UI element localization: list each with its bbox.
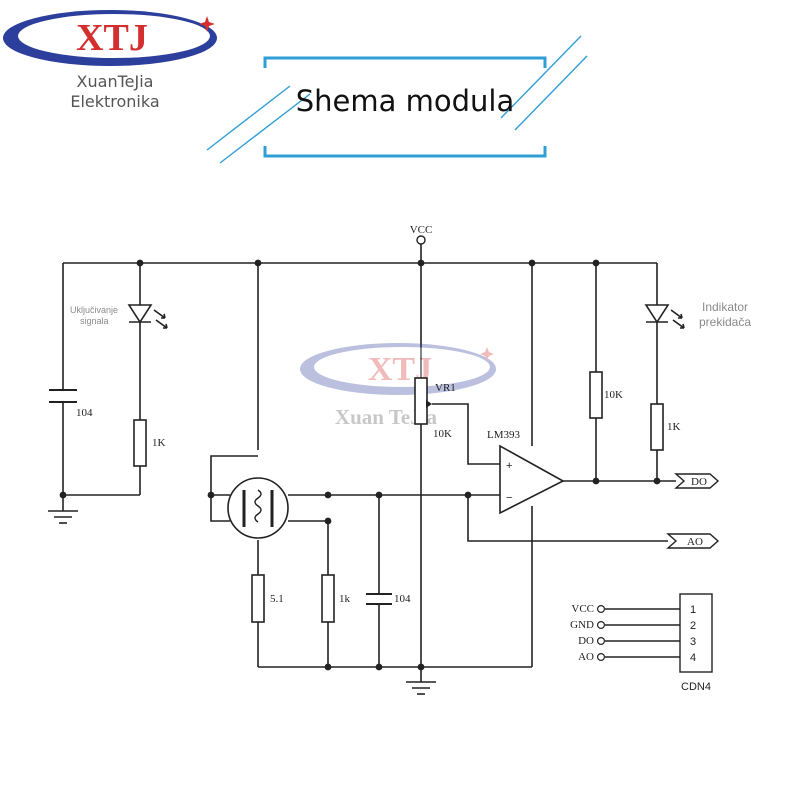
capacitor-left	[49, 389, 77, 403]
schematic-wires	[62, 244, 676, 682]
sensor-element	[227, 477, 289, 539]
capacitor-left-value: 104	[76, 407, 93, 419]
ground-bottom-icon	[406, 681, 436, 695]
page-title: Shema modula	[295, 84, 515, 118]
potentiometer-vr1	[414, 377, 428, 425]
resistor-1k	[321, 574, 335, 623]
connector-body	[679, 593, 713, 673]
resistor-led-left-value: 1K	[152, 437, 166, 449]
connector-pin-number: 1	[690, 604, 696, 616]
resistor-led-right-value: 1K	[667, 421, 681, 433]
logo-star-icon	[199, 16, 215, 32]
junction-dots	[59, 259, 661, 671]
output-ao-tag	[666, 533, 720, 549]
resistor-1k-value: 1k	[339, 593, 351, 605]
company-name-line2: Elektronika	[70, 92, 160, 111]
connector-pin-terminal	[596, 604, 605, 613]
connector-pin-number: 4	[690, 652, 696, 664]
comparator	[499, 444, 565, 515]
title-frame	[206, 35, 588, 164]
resistor-5-1	[251, 574, 265, 623]
potentiometer-wiper-arrow-icon	[426, 400, 432, 408]
connector-pin-terminal	[596, 652, 605, 661]
watermark-ellipse	[300, 343, 496, 395]
led-left-note-line1: Uključivanje	[70, 305, 118, 315]
vcc-label: VCC	[410, 224, 433, 236]
logo-ellipse-inner	[18, 14, 210, 58]
led-right	[644, 304, 685, 329]
potentiometer-name: VR1	[435, 382, 456, 394]
connector-cdn4: VCC 1 GND 2 DO 3 AO 4 CDN4	[570, 593, 713, 693]
output-ao-label: AO	[687, 536, 703, 548]
connector-pin-label: DO	[578, 635, 594, 647]
brand-logo: XTJ	[0, 0, 220, 115]
company-name: XuanTeJia Elektronika	[40, 72, 190, 112]
company-name-line1: XuanTeJia	[76, 72, 154, 91]
logo-emblem: XTJ	[3, 10, 217, 66]
capacitor-bottom-value: 104	[394, 593, 411, 605]
resistor-pullup	[589, 371, 603, 419]
connector-pin-number: 2	[690, 620, 696, 632]
connector-pin-number: 3	[690, 636, 696, 648]
output-do-tag	[674, 473, 720, 489]
comparator-minus-label: −	[506, 492, 512, 504]
connector-pin-row: VCC 1	[571, 603, 696, 616]
comparator-plus-label: +	[506, 460, 512, 472]
connector-pin-label: VCC	[571, 603, 594, 615]
resistor-pullup-value: 10K	[604, 389, 623, 401]
ground-left-icon	[48, 510, 78, 524]
connector-pin-row: GND 2	[570, 619, 696, 632]
connector-pin-label: GND	[570, 619, 594, 631]
led-left	[127, 304, 168, 329]
led-right-note-line1: Indikator	[702, 300, 748, 314]
led-right-note-line2: prekidača	[699, 315, 751, 329]
connector-pin-row: DO 3	[578, 635, 696, 648]
watermark-star-icon	[480, 347, 494, 361]
capacitor-bottom	[366, 593, 392, 605]
connector-name: CDN4	[681, 681, 711, 693]
led-left-note-line2: signala	[80, 316, 109, 326]
output-do-label: DO	[691, 476, 707, 488]
connector-pin-row: AO 4	[578, 651, 696, 664]
logo-text: XTJ	[76, 17, 148, 59]
resistor-led-right	[650, 403, 664, 451]
comparator-label: LM393	[487, 429, 521, 441]
resistor-5-1-value: 5.1	[270, 593, 284, 605]
resistor-led-left	[133, 419, 147, 467]
connector-pin-label: AO	[578, 651, 594, 663]
potentiometer-value: 10K	[433, 428, 452, 440]
connector-pin-terminal	[596, 636, 605, 645]
connector-pin-terminal	[596, 620, 605, 629]
vcc-terminal	[416, 235, 426, 245]
watermark: XTJ Xuan TeJia	[300, 343, 496, 429]
